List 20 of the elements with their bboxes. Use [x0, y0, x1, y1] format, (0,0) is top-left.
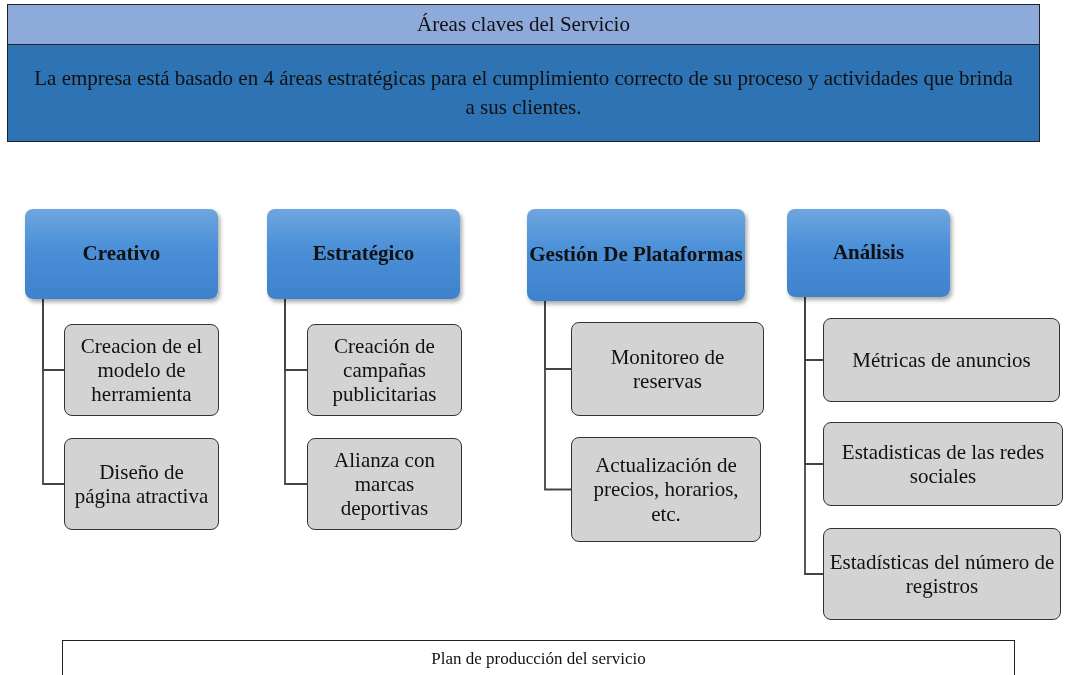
item-box: Creacion de el modelo de herramienta	[64, 324, 219, 416]
item-box: Estadisticas de las redes sociales	[823, 422, 1063, 506]
item-box: Creación de campañas publicitarias	[307, 324, 462, 416]
item-box: Actualización de precios, horarios, etc.	[571, 437, 761, 542]
category-box: Creativo	[25, 209, 218, 299]
title-band: Áreas claves del Servicio	[7, 4, 1040, 45]
description-band: La empresa está basado en 4 áreas estratégicas para el cumplimiento correcto de su proceso y actividades que brinda a sus clientes.	[7, 45, 1040, 142]
connector-line	[284, 298, 308, 485]
item-box: Estadísticas del número de registros	[823, 528, 1061, 620]
category-box: Análisis	[787, 209, 950, 297]
item-box: Monitoreo de reservas	[571, 322, 764, 416]
connector-line	[42, 298, 65, 485]
connector-line	[804, 296, 824, 575]
item-box: Diseño de página atractiva	[64, 438, 219, 530]
item-box: Alianza con marcas deportivas	[307, 438, 462, 530]
category-box: Estratégico	[267, 209, 460, 299]
category-box: Gestión De Plataformas	[527, 209, 745, 301]
item-box: Métricas de anuncios	[823, 318, 1060, 402]
plan-box: Plan de producción del servicio	[62, 640, 1015, 675]
connector-line	[544, 300, 572, 491]
